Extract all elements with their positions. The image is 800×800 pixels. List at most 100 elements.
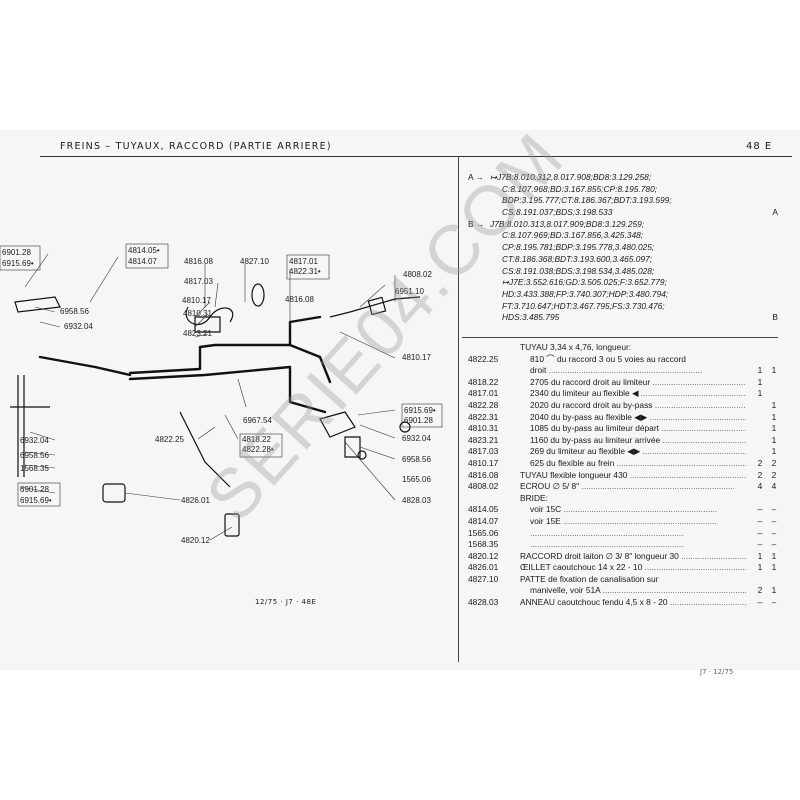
callout: 4814.07: [128, 257, 157, 266]
part-description: 810 ⌒ du raccord 3 ou 5 voies au raccord: [530, 354, 746, 366]
callout: 4816.08: [285, 295, 314, 304]
applicability-rule: [462, 337, 778, 338]
part-reference: 4814.05: [468, 504, 499, 515]
quantity-a: 2: [757, 469, 763, 480]
part-description: 1085 du by-pass au limiteur départ .....…: [530, 423, 746, 435]
callout: 6958.56: [20, 451, 49, 460]
leader-dots: ........................................…: [649, 411, 747, 422]
part-description-text: PATTE de fixation de canalisation sur: [520, 573, 659, 584]
quantity-a: 2: [757, 585, 763, 596]
callout: 4808.02: [403, 270, 432, 279]
quantity-a: 1: [757, 562, 763, 573]
patte-bracket: [251, 283, 265, 307]
ring-1565: [357, 450, 367, 460]
part-description: 2340 du limiteur au flexible ◀ .........…: [530, 388, 746, 400]
grommet-4826: [102, 483, 126, 503]
applicability-text: C:8.107.968;BD:3.167.855;CP:8.195.780;: [502, 183, 658, 194]
applicability-text: ↦J7E:3.552.616;GD:3.505.025;F:3.652.779;: [502, 277, 667, 288]
applicability-row: FT:3.710.647;HDT:3.467.795;FS:3.730.476;: [468, 301, 778, 313]
quantity-b: 1: [771, 434, 777, 445]
leader-dots: ........................................…: [561, 504, 718, 515]
part-description-text: TUYAU flexible longueur 430: [520, 469, 628, 480]
pipe-run-diag: [179, 411, 231, 488]
hose-nut: [367, 296, 387, 316]
applicability-row: CP:8.195.781;BDP:3.195.778,3.480.025;: [468, 242, 778, 254]
part-description: 2020 du raccord droit au by-pass .......…: [530, 400, 746, 412]
callout: 4810.17: [182, 296, 211, 305]
quantity-b: 1: [771, 399, 777, 410]
part-reference: 4818.22: [468, 376, 499, 387]
part-description: ANNEAU caoutchouc fendu 4,5 x 8 - 20 ...…: [520, 597, 746, 609]
leader-dots: ........................................…: [600, 585, 746, 596]
part-reference: 4817.01: [468, 388, 499, 399]
part-description: RACCORD droit laiton ∅ 3/ 8" longueur 30…: [520, 551, 746, 563]
part-reference: 1565.06: [468, 527, 499, 538]
pipe-run-right: [288, 343, 332, 384]
applicability-marker: B →: [468, 218, 485, 229]
header-rule: [40, 156, 792, 157]
leader-dots: ........................................…: [530, 539, 684, 550]
column-divider: [458, 157, 459, 662]
part-description: voir 15E ...............................…: [530, 516, 746, 528]
part-reference: 4827.10: [468, 573, 499, 584]
callout: 1565.06: [402, 475, 431, 484]
quantity-a: –: [757, 597, 763, 608]
part-description: droit ..................................…: [530, 365, 746, 377]
part-row: 1568.35 ................................…: [468, 539, 778, 551]
callout: 4810.17: [402, 353, 431, 362]
quantity-a: 4: [757, 481, 763, 492]
part-description-text: 2705 du raccord droit au limiteur: [530, 376, 651, 387]
quantity-b: 2: [771, 457, 777, 468]
part-reference: 4816.08: [468, 469, 499, 480]
callout: 6951.10: [395, 287, 424, 296]
quantity-a: 2: [757, 457, 763, 468]
applicability-row: C:8.107.969;BD:3.167.856,3.425.348;: [468, 230, 778, 242]
leader-dots: ........................................…: [644, 562, 746, 573]
quantity-b: –: [771, 539, 777, 550]
callout: 4814.05•: [128, 246, 160, 255]
part-description: TUYAU 3,34 x 4,76, longueur:: [520, 342, 746, 354]
leader-dots: ........................................…: [681, 550, 746, 561]
part-description: ECROU ∅ 5/ 8" ..........................…: [520, 481, 746, 493]
left-support: [14, 296, 61, 313]
part-description-text: 2020 du raccord droit au by-pass: [530, 399, 653, 410]
quantity-b: –: [771, 597, 777, 608]
part-description: manivelle, voir 51A ....................…: [530, 585, 746, 597]
part-row: TUYAU 3,34 x 4,76, longueur:: [468, 342, 778, 354]
part-description: 269 du limiteur au flexible ◀▶ .........…: [530, 446, 746, 458]
callout: 1568.35: [20, 464, 49, 473]
applicability-row: HD:3.433.388;FP:3.740.307;HDP:3.480.794;: [468, 289, 778, 301]
applicability-text: ↦J7B:8.010.312,8.017.908;BD8:3.129.258;: [490, 172, 652, 182]
part-row: droit ..................................…: [468, 365, 778, 377]
callout: 4816.08: [184, 257, 213, 266]
part-description: 2705 du raccord droit au limiteur ......…: [530, 377, 746, 389]
part-description-text: droit: [530, 365, 547, 376]
right-support: [319, 411, 356, 438]
leader-dots: ........................................…: [629, 469, 746, 480]
part-description-text: voir 15E: [530, 515, 561, 526]
part-description: BRIDE:: [520, 493, 746, 505]
part-row: 4826.01 ŒILLET caoutchouc 14 x 22 - 10 ..…: [468, 562, 778, 574]
applicability-row: CT:8.186.368;BDT:3.193.600,3.465.097;: [468, 254, 778, 266]
applicability-text: HD:3.433.388;FP:3.740.307;HDP:3.480.794;: [502, 288, 669, 299]
callout: 6901.28: [404, 416, 433, 425]
applicability-text: BDP:3.195.777;CT:8.186.367;BDT:3.193.599…: [502, 195, 672, 206]
applicability-text: C:8.107.969;BD:3.167.856,3.425.348;: [502, 230, 644, 241]
flexible-hose: [329, 296, 421, 318]
applicability-text: CS:8.191.038;BDS:3.198.534,3.485.028;: [502, 265, 655, 276]
part-reference: 4826.01: [468, 562, 499, 573]
part-description: 1160 du by-pass au limiteur arrivée ....…: [530, 435, 746, 447]
part-description: 625 du flexible au frein ...............…: [530, 458, 746, 470]
part-description-text: ŒILLET caoutchouc 14 x 22 - 10: [520, 562, 643, 573]
quantity-b: –: [771, 527, 777, 538]
applicability-text: J7B:8.010.313,8.017.909;BD8:3.129.259;: [490, 218, 645, 229]
callout: 4820.12: [181, 536, 210, 545]
leader-dots: ........................................…: [662, 434, 746, 445]
